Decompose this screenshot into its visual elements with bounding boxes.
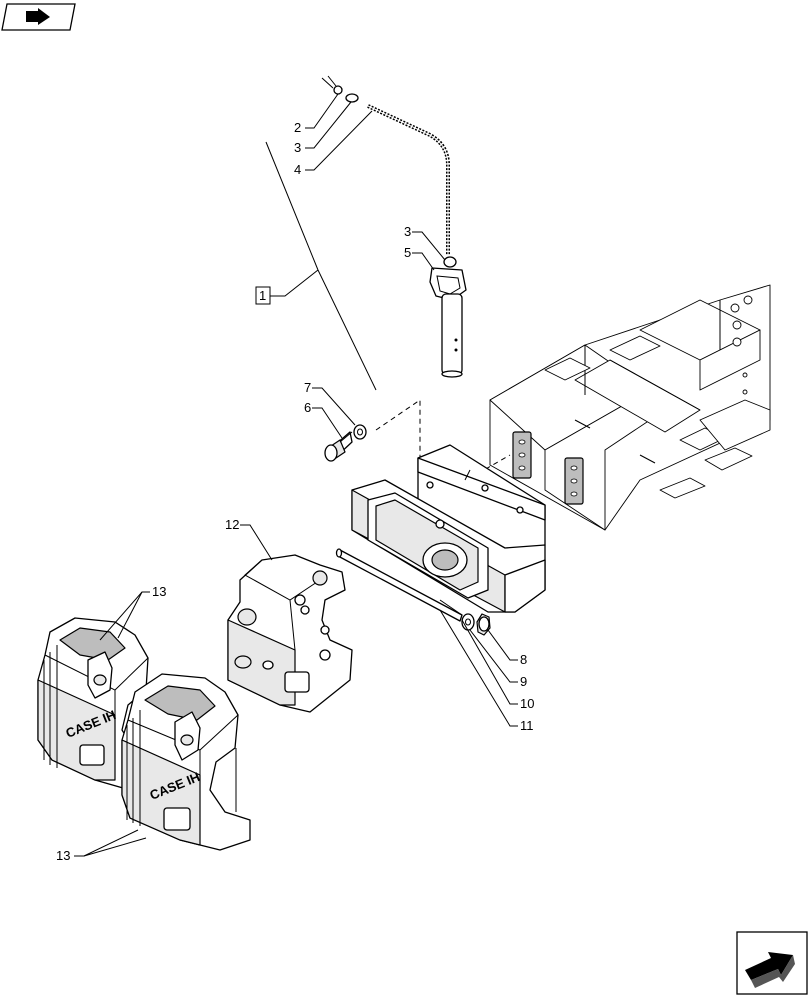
callout-13-top: 13 — [152, 584, 166, 599]
front-weight-rear: CASE IH — [37, 617, 159, 791]
callout-4: 4 — [294, 162, 301, 177]
callout-8: 8 — [520, 652, 527, 667]
callout-5: 5 — [404, 245, 411, 260]
callout-2: 2 — [294, 120, 301, 135]
next-arrow-icon — [736, 931, 808, 995]
front-weight-front: CASE IH — [121, 673, 251, 851]
callout-6: 6 — [304, 400, 311, 415]
back-nav-button[interactable] — [0, 0, 80, 36]
leader-lines — [74, 93, 518, 857]
weight-carrier-bracket — [351, 444, 546, 613]
callout-7: 7 — [304, 380, 311, 395]
alignment-line-2 — [469, 454, 511, 479]
callout-1-box — [255, 286, 271, 305]
callout-1: 1 — [259, 288, 266, 303]
callout-labels: 1 2 3 4 3 5 7 6 12 13 8 9 10 11 13 — [56, 120, 534, 863]
hitch-pin-assembly — [321, 75, 467, 378]
tractor-front-frame — [489, 284, 771, 531]
callout-10: 10 — [520, 696, 534, 711]
adapter-bracket — [227, 554, 353, 713]
back-arrow-icon — [1, 3, 76, 31]
bolt-and-washer — [324, 424, 367, 462]
next-nav-button[interactable] — [735, 930, 809, 996]
callout-11: 11 — [520, 718, 534, 733]
callout-3-upper: 3 — [294, 140, 301, 155]
callout-3-lower: 3 — [404, 224, 411, 239]
callout-12: 12 — [225, 517, 239, 532]
callout-13-bottom: 13 — [56, 848, 70, 863]
callout-9: 9 — [520, 674, 527, 689]
